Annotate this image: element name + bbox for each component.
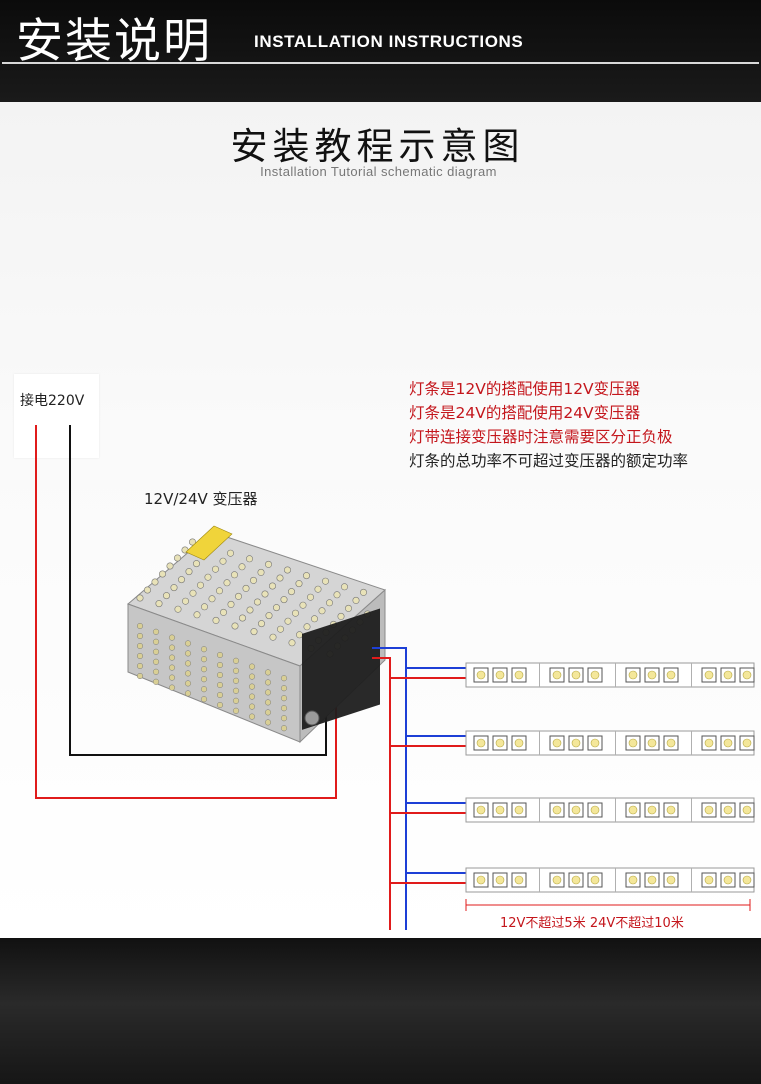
led-chip bbox=[720, 667, 736, 683]
led-chip bbox=[473, 802, 489, 818]
notes-list: 灯条是12V的搭配使用12V变压器 灯条是24V的搭配使用24V变压器 灯带连接… bbox=[409, 377, 688, 473]
led-chip bbox=[663, 735, 679, 751]
led-chip bbox=[625, 735, 641, 751]
positive-bus-wire bbox=[372, 657, 391, 930]
led-chip bbox=[663, 872, 679, 888]
led-chip bbox=[511, 735, 527, 751]
note-line: 灯条是24V的搭配使用24V变压器 bbox=[409, 404, 641, 422]
transformer-unit bbox=[127, 525, 386, 744]
banner-subtitle: INSTALLATION INSTRUCTIONS bbox=[254, 32, 524, 51]
led-chip bbox=[492, 667, 508, 683]
led-chip bbox=[492, 802, 508, 818]
led-chip bbox=[549, 735, 565, 751]
banner-divider bbox=[2, 62, 759, 64]
note-line: 灯带连接变压器时注意需要区分正负极 bbox=[409, 428, 673, 446]
led-chip bbox=[473, 667, 489, 683]
negative-bus-wire bbox=[372, 647, 407, 930]
led-chip bbox=[587, 735, 603, 751]
mains-live-wire bbox=[35, 425, 337, 799]
note-line: 灯条的总功率不可超过变压器的额定功率 bbox=[409, 452, 689, 470]
led-strip bbox=[465, 797, 755, 823]
bottom-band bbox=[0, 938, 761, 1084]
power-source-label: 接电220V bbox=[20, 393, 85, 409]
led-chip bbox=[568, 735, 584, 751]
led-chip bbox=[644, 802, 660, 818]
tutorial-subtitle: Installation Tutorial schematic diagram bbox=[260, 164, 497, 179]
led-chip bbox=[625, 802, 641, 818]
length-note: 12V不超过5米 24V不超过10米 bbox=[500, 916, 684, 931]
led-chip bbox=[644, 872, 660, 888]
led-chip bbox=[644, 667, 660, 683]
led-chip bbox=[492, 872, 508, 888]
led-chip bbox=[587, 667, 603, 683]
transformer-label: 12V/24V 变压器 bbox=[144, 490, 258, 508]
tutorial-title: 安装教程示意图 bbox=[230, 125, 525, 168]
led-chip bbox=[739, 735, 755, 751]
led-chip bbox=[568, 872, 584, 888]
led-chip bbox=[587, 802, 603, 818]
led-chip bbox=[701, 802, 717, 818]
led-chip bbox=[739, 667, 755, 683]
ground-screw bbox=[304, 710, 320, 726]
led-chip bbox=[701, 872, 717, 888]
led-strip bbox=[465, 730, 755, 756]
led-chip bbox=[739, 872, 755, 888]
led-chip bbox=[492, 735, 508, 751]
top-banner: 安装说明 INSTALLATION INSTRUCTIONS bbox=[0, 0, 761, 102]
led-chip bbox=[473, 872, 489, 888]
warning-label bbox=[185, 525, 233, 561]
led-chip bbox=[720, 802, 736, 818]
led-chip bbox=[473, 735, 489, 751]
led-chip bbox=[511, 802, 527, 818]
led-chip bbox=[511, 667, 527, 683]
led-chip bbox=[549, 802, 565, 818]
led-chip bbox=[625, 667, 641, 683]
terminal-block bbox=[302, 608, 380, 730]
led-chip bbox=[720, 735, 736, 751]
led-chip bbox=[663, 802, 679, 818]
led-chip bbox=[587, 872, 603, 888]
content-panel: 安装教程示意图 Installation Tutorial schematic … bbox=[0, 102, 761, 938]
led-chip bbox=[549, 667, 565, 683]
led-chip bbox=[701, 735, 717, 751]
led-chip bbox=[568, 802, 584, 818]
led-chip bbox=[701, 667, 717, 683]
banner-title: 安装说明 bbox=[16, 14, 212, 69]
led-chip bbox=[625, 872, 641, 888]
led-chip bbox=[644, 735, 660, 751]
led-strip bbox=[465, 867, 755, 893]
led-chip bbox=[549, 872, 565, 888]
led-chip bbox=[511, 872, 527, 888]
led-strip bbox=[465, 662, 755, 688]
length-indicator bbox=[465, 899, 751, 911]
wiring-diagram bbox=[35, 425, 755, 930]
led-chip bbox=[720, 872, 736, 888]
led-chip bbox=[663, 667, 679, 683]
power-source-box: 接电220V bbox=[14, 374, 99, 458]
led-chip bbox=[568, 667, 584, 683]
led-chip bbox=[739, 802, 755, 818]
note-line: 灯条是12V的搭配使用12V变压器 bbox=[409, 380, 641, 398]
